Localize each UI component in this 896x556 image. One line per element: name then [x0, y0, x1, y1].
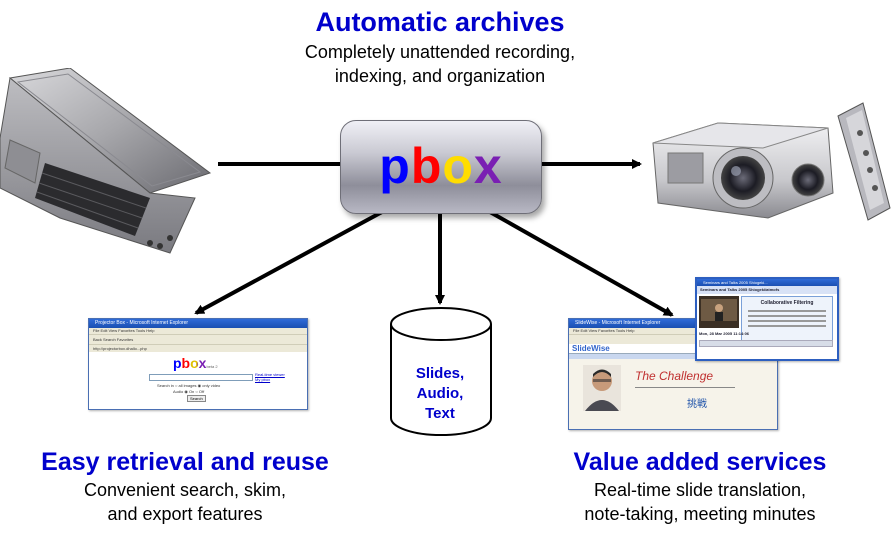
subtitle-line: and export features	[107, 504, 263, 524]
toolbar: Back Search Favorites	[89, 334, 307, 344]
slide-divider	[635, 387, 735, 388]
logo-letter-x: x	[473, 138, 503, 194]
subtitle-line: Completely unattended recording,	[304, 42, 576, 62]
storage-label: Slides, Audio, Text	[390, 364, 490, 424]
subtitle-line: Convenient search, skim,	[83, 480, 287, 500]
address-bar[interactable]: http://projectorbox.dhallo...php	[89, 344, 307, 352]
value-added-subtitle: Real-time slide translation, note-taking…	[555, 478, 845, 526]
slidewise-header: SlideWise	[572, 344, 610, 353]
slide-bullet-line	[748, 325, 826, 327]
pbox-to-services-arrow	[489, 210, 674, 317]
my-pbox-link[interactable]: My pbox	[255, 377, 271, 382]
mini-logo-suffix: beta 2	[206, 364, 218, 369]
menu-bar: File Edit View Favorites Tools Help	[569, 328, 777, 334]
subtitle-line: indexing, and organization	[334, 66, 546, 86]
storage-line: Text	[425, 405, 455, 422]
value-added-title: Value added services	[573, 448, 827, 476]
slide-bullet-line	[748, 320, 826, 322]
audio-options[interactable]: Audio ◉ On ○ Off	[173, 389, 205, 394]
seminar-content: Collaborative Filtering Mon, 28 Mar 2005…	[697, 294, 837, 349]
pbox-node: pbox	[340, 120, 542, 214]
automatic-archives-title: Automatic archives	[315, 7, 565, 37]
easy-retrieval-subtitle: Convenient search, skim, and export feat…	[30, 478, 340, 526]
easy-retrieval-title: Easy retrieval and reuse	[41, 448, 329, 476]
storage-cylinder	[390, 307, 492, 436]
laptop-icon	[0, 68, 212, 254]
logo-letter-b: b	[410, 138, 443, 194]
slide-bullet-line	[748, 310, 826, 312]
seminar-slide-title: Collaborative Filtering	[760, 300, 814, 306]
toolbar	[569, 334, 777, 344]
seminar-header: Seminars and Talks 2005 Shiogeki/atmofs	[697, 286, 837, 294]
seminar-timestamp: Mon, 28 Mar 2005 11:14:06	[699, 331, 750, 336]
search-input[interactable]	[149, 374, 253, 381]
seminar-window: Seminars and Talks 2005 Shiogeki... Semi…	[695, 277, 839, 361]
window-title-bar: SlideWise - Microsoft Internet Explorer	[569, 319, 777, 328]
subtitle-line: note-taking, meeting minutes	[584, 504, 816, 524]
pbox-browser-window: Projector Box - Microsoft Internet Explo…	[88, 318, 308, 410]
presenter-photo	[583, 365, 621, 411]
logo-letter-p: p	[379, 138, 411, 194]
slide-area: The Challenge 挑戦	[569, 359, 777, 429]
storage-line: Slides,	[415, 365, 465, 382]
storage-line: Audio,	[416, 385, 464, 402]
menu-bar: File Edit View Favorites Tools Help	[89, 328, 307, 334]
subtitle-line: Real-time slide translation,	[593, 480, 807, 500]
pbox-to-retrieval-arrow	[194, 210, 383, 315]
slide-translation: 挑戦	[687, 399, 707, 410]
seminar-slide: Collaborative Filtering	[741, 296, 833, 342]
projector-icon	[652, 102, 891, 221]
slide-title: The Challenge	[635, 369, 713, 383]
search-scope-options[interactable]: Search in ○ all images ◉ only video	[157, 383, 221, 388]
window-title-bar: Seminars and Talks 2005 Shiogeki...	[697, 279, 837, 286]
logo-letter-o: o	[442, 138, 474, 194]
seminar-video	[699, 296, 739, 328]
search-button[interactable]: Search	[187, 395, 206, 402]
slide-bullet-line	[748, 315, 826, 317]
mini-logo-text: pbox	[173, 355, 207, 371]
automatic-archives-subtitle: Completely unattended recording, indexin…	[0, 40, 880, 88]
realtime-viewer-link[interactable]: Real-time viewer	[255, 372, 285, 377]
playback-controls[interactable]	[699, 340, 833, 347]
pbox-logo: pbox	[341, 137, 541, 195]
mini-pbox-logo: pboxbeta 2	[173, 355, 218, 371]
window-title-bar: Projector Box - Microsoft Internet Explo…	[89, 319, 307, 328]
slidewise-subbar	[569, 353, 777, 359]
browser-content: pboxbeta 2 Real-time viewer My pbox Sear…	[89, 352, 307, 409]
slide-title-text: The Challenge	[635, 369, 714, 383]
